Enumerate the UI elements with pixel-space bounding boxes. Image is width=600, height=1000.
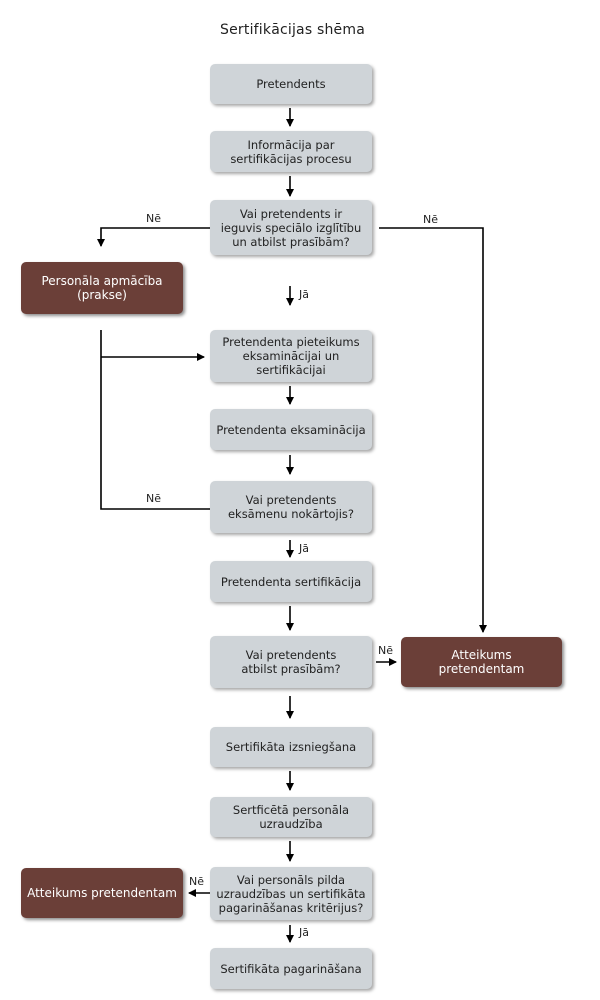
- label-ne-right-top: Nē: [423, 213, 438, 226]
- node-question-kriteriji: Vai personāls pilda uzraudzības un serti…: [210, 867, 372, 920]
- node-apmaciba: Personāla apmācība (prakse): [21, 262, 183, 314]
- arrow-ne-atteikums1: [379, 227, 487, 633]
- label-ne-left-top: Nē: [146, 212, 161, 225]
- node-izsniegsana: Sertifikāta izsniegšana: [210, 727, 372, 767]
- label-ne-kriteriji: Nē: [189, 875, 204, 888]
- node-question-eksameni: Vai pretendents eksāmenu nokārtojis?: [210, 481, 372, 533]
- node-pagarinasana: Sertifikāta pagarināšana: [210, 948, 372, 989]
- node-question-prasibas: Vai pretendents atbilst prasībām?: [210, 636, 372, 688]
- label-ja-2: Jā: [299, 542, 309, 555]
- node-pretendents: Pretendents: [210, 64, 372, 104]
- node-atteikums-left: Atteikums pretendentam: [21, 868, 183, 918]
- loop-line: [100, 330, 210, 510]
- label-ne-prasibas: Nē: [378, 644, 393, 657]
- node-informacija: Informācija par sertifikācijas procesu: [210, 131, 372, 172]
- node-uzraudziba: Sertficētā personāla uzraudzība: [210, 797, 372, 837]
- node-pieteikums: Pretendenta pieteikums eksaminācijai un …: [210, 330, 372, 382]
- diagram-title: Sertifikācijas shēma: [220, 22, 365, 38]
- node-question-izglitiba: Vai pretendents ir ieguvis speciālo izgl…: [210, 200, 372, 255]
- label-ja-1: Jā: [299, 288, 309, 301]
- node-sertifikacija: Pretendenta sertifikācija: [210, 561, 372, 602]
- node-eksaminacija: Pretendenta eksaminācija: [210, 409, 372, 450]
- arrow-ne-apmaciba: [97, 227, 210, 247]
- label-ja-3: Jā: [299, 926, 309, 939]
- label-ne-loop: Nē: [146, 492, 161, 505]
- node-atteikums-right: Atteikums pretendentam: [401, 637, 562, 687]
